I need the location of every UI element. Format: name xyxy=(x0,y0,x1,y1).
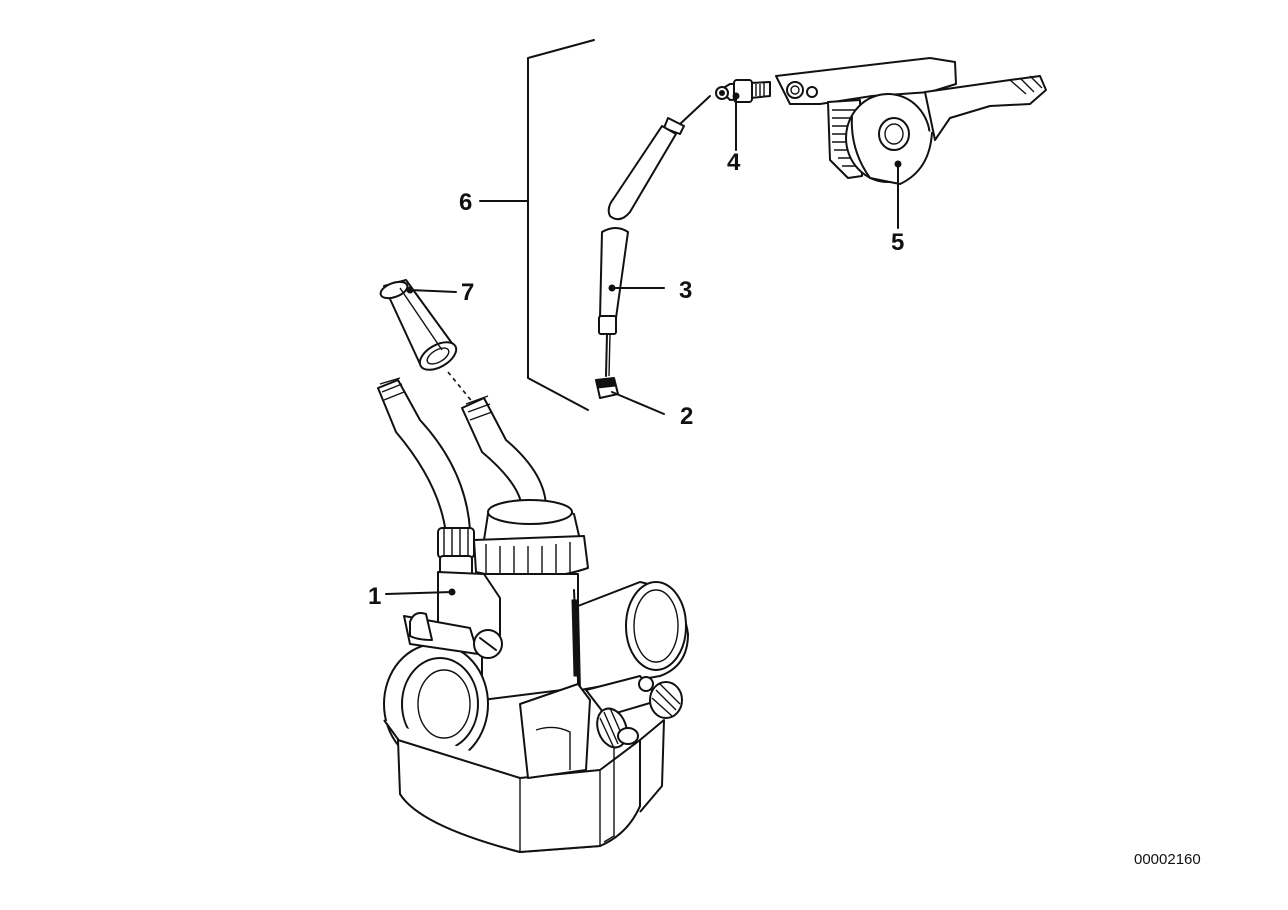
callout-4: 4 xyxy=(727,149,741,176)
callout-6: 6 xyxy=(459,189,472,216)
adjuster-screw[interactable] xyxy=(715,79,771,103)
callout-5: 5 xyxy=(891,229,904,256)
carburetor[interactable] xyxy=(377,377,689,853)
cable-lower[interactable] xyxy=(598,227,629,377)
cable-upper xyxy=(607,95,711,221)
cable-nipple[interactable] xyxy=(595,377,619,399)
callout-2: 2 xyxy=(680,403,693,430)
bracket-6 xyxy=(479,39,595,411)
callout-7: 7 xyxy=(461,279,474,306)
leader-lines xyxy=(385,92,902,596)
document-number: 00002160 xyxy=(1134,851,1201,868)
callout-3: 3 xyxy=(679,277,692,304)
callout-1: 1 xyxy=(368,583,381,610)
rubber-sleeve[interactable] xyxy=(378,279,475,405)
throttle-lever[interactable] xyxy=(775,57,1047,185)
